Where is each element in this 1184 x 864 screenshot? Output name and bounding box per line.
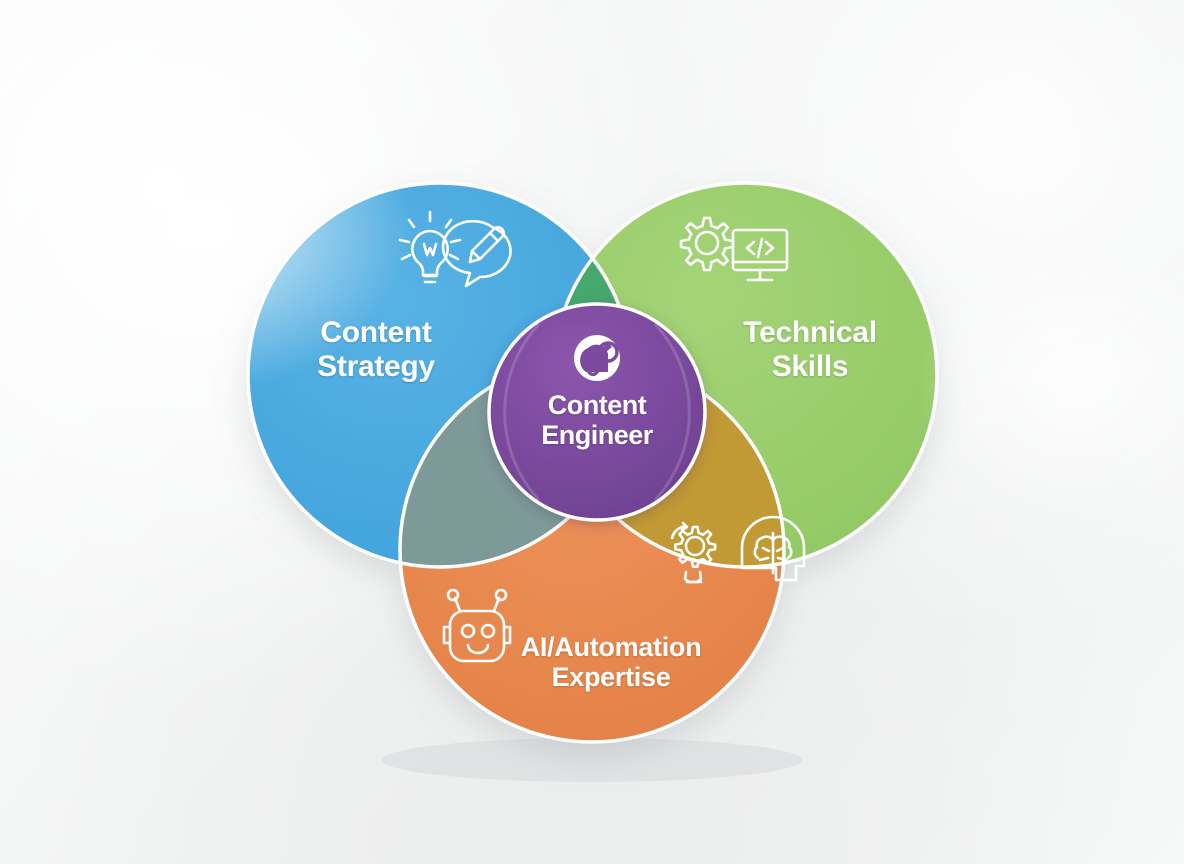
icons-content-strategy (398, 210, 512, 288)
center-node-content-engineer[interactable] (487, 302, 707, 522)
lightbulb-idea-icon (398, 210, 462, 284)
robot-face-icon (442, 588, 512, 663)
diagram-ground-shadow (382, 738, 802, 782)
brain-head-icon (740, 515, 806, 582)
gear-icon (679, 216, 735, 272)
code-monitor-icon (731, 228, 789, 282)
icons-technical-skills (679, 216, 789, 282)
head-wrench-badge-icon (574, 335, 620, 381)
icons-ai-automation (442, 515, 806, 663)
automation-gear-bulb-icon (670, 521, 717, 584)
pencil-speech-bubble-icon (441, 219, 512, 288)
